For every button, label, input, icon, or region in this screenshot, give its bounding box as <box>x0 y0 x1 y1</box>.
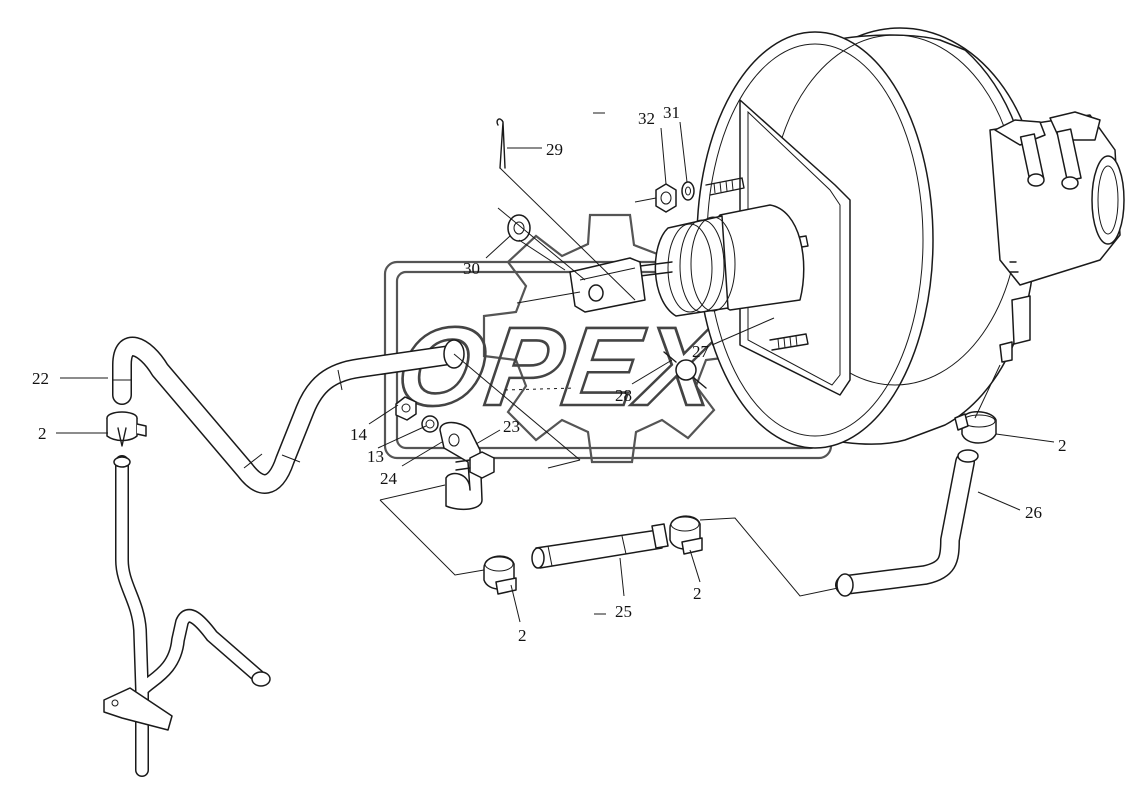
hose-clamp-bottom-left <box>483 555 517 595</box>
callout-2-left: 2 <box>38 424 47 443</box>
left-tube <box>103 455 271 777</box>
watermark-text: OPEX <box>390 303 731 428</box>
bracket-24 <box>439 421 483 511</box>
callout-2-bottom-right: 2 <box>693 584 702 603</box>
callout-2-bottom-left: 2 <box>518 626 527 645</box>
callout-13: 13 <box>367 447 384 466</box>
callout-32: 32 <box>638 109 655 128</box>
washer-30 <box>507 214 531 242</box>
hose-clamp-left <box>106 411 147 447</box>
callout-24: 24 <box>380 469 398 488</box>
callout-27: 27 <box>692 342 710 361</box>
callout-22: 22 <box>32 369 49 388</box>
callout-28: 28 <box>615 386 632 405</box>
callout-26: 26 <box>1025 503 1042 522</box>
tube-26 <box>835 449 979 597</box>
washer-31 <box>681 181 695 201</box>
brake-booster <box>569 27 1125 449</box>
watermark-logo: OPEX <box>383 213 833 464</box>
callout-25: 25 <box>615 602 632 621</box>
callout-labels: 29 32 31 30 27 28 22 2 14 13 23 24 2 26 … <box>32 103 1067 645</box>
hose-clamp-bottom-right <box>669 515 703 555</box>
hose-clamp-right <box>954 411 997 444</box>
callout-29: 29 <box>546 140 563 159</box>
vacuum-tube-22 <box>112 336 465 494</box>
nut-14 <box>395 396 417 421</box>
callout-30: 30 <box>463 259 480 278</box>
washer-13 <box>421 415 439 433</box>
callout-14: 14 <box>350 425 368 444</box>
callout-leaders <box>56 112 1055 623</box>
nut-32 <box>655 183 677 213</box>
callout-2-right: 2 <box>1058 436 1067 455</box>
callout-31: 31 <box>663 103 680 122</box>
bolt-23 <box>455 451 495 479</box>
leader-lines <box>379 167 1001 597</box>
tube-25 <box>531 523 669 569</box>
cotter-pin-29 <box>496 118 506 169</box>
callout-23: 23 <box>503 417 520 436</box>
